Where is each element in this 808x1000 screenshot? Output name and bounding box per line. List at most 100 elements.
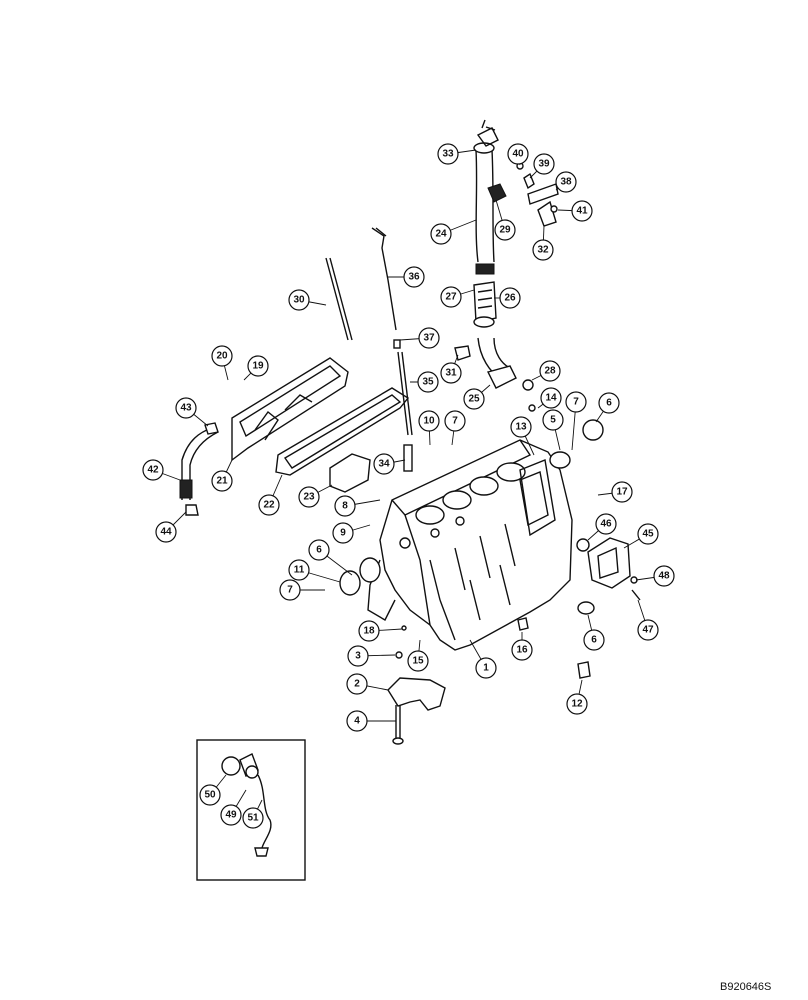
callout-circle: [407, 650, 429, 672]
callout-circle: [211, 470, 233, 492]
callout-circle: [510, 416, 532, 438]
callout-circle: [437, 143, 459, 165]
callout-6: 6: [598, 392, 620, 414]
callout-13: 13: [510, 416, 532, 438]
callout-number: 24: [435, 229, 447, 240]
callout-11: 11: [288, 559, 310, 581]
callout-number: 6: [316, 545, 322, 556]
callout-14: 14: [540, 387, 562, 409]
inset-detail-box: [196, 739, 306, 881]
callout-number: 50: [204, 790, 216, 801]
callout-number: 14: [545, 393, 557, 404]
callout-number: 39: [538, 159, 550, 170]
callout-number: 36: [408, 272, 420, 283]
callout-number: 45: [642, 529, 654, 540]
front-seals: [339, 404, 604, 596]
callout-circle: [298, 486, 320, 508]
cover-plate: [329, 453, 371, 493]
callout-37: 37: [418, 327, 440, 349]
callout-number: 6: [606, 398, 612, 409]
callout-number: 29: [499, 225, 511, 236]
callout-circle: [475, 657, 497, 679]
callout-6: 6: [308, 539, 330, 561]
callout-25: 25: [463, 388, 485, 410]
callout-21: 21: [211, 470, 233, 492]
callout-circle: [440, 362, 462, 384]
callout-41: 41: [571, 200, 593, 222]
callout-circle: [308, 539, 330, 561]
callout-circle: [142, 459, 164, 481]
callout-16: 16: [511, 639, 533, 661]
callout-circle: [199, 784, 221, 806]
callout-15: 15: [407, 650, 429, 672]
callout-43: 43: [175, 397, 197, 419]
callout-19: 19: [247, 355, 269, 377]
callout-number: 15: [412, 656, 424, 667]
callout-circle: [258, 494, 280, 516]
callout-circle: [507, 143, 529, 165]
callout-number: 40: [512, 149, 524, 160]
callout-circle: [403, 266, 425, 288]
callout-number: 37: [423, 333, 435, 344]
callout-circle: [542, 409, 564, 431]
callout-24: 24: [430, 223, 452, 245]
callout-number: 20: [216, 351, 228, 362]
callout-circle: [332, 522, 354, 544]
callout-42: 42: [142, 459, 164, 481]
callout-9: 9: [332, 522, 354, 544]
callout-35: 35: [417, 371, 439, 393]
callout-49: 49: [220, 804, 242, 826]
callout-number: 17: [616, 487, 628, 498]
callout-circle: [565, 391, 587, 413]
callout-number: 7: [452, 416, 458, 427]
callout-number: 42: [147, 465, 159, 476]
callout-circle: [279, 579, 301, 601]
callout-number: 5: [550, 415, 556, 426]
side-cover-gasket: [275, 387, 410, 476]
callout-circle: [417, 371, 439, 393]
callout-number: 19: [252, 361, 264, 372]
callout-47: 47: [637, 619, 659, 641]
callout-circle: [334, 495, 356, 517]
callout-number: 26: [504, 293, 516, 304]
callout-number: 25: [468, 394, 480, 405]
callout-number: 30: [293, 295, 305, 306]
callout-circle: [430, 223, 452, 245]
callout-circle: [220, 804, 242, 826]
callout-38: 38: [555, 171, 577, 193]
callout-circle: [595, 513, 617, 535]
callout-number: 11: [294, 565, 305, 576]
callout-51: 51: [242, 807, 264, 829]
callout-6: 6: [583, 629, 605, 651]
callout-circle: [155, 521, 177, 543]
callout-number: 18: [363, 626, 375, 637]
callout-number: 27: [445, 292, 457, 303]
callout-10: 10: [418, 410, 440, 432]
callout-circle: [511, 639, 533, 661]
callout-27: 27: [440, 286, 462, 308]
drain-parts: [517, 617, 591, 679]
callout-circle: [440, 286, 462, 308]
callout-number: 34: [378, 459, 390, 470]
callout-7: 7: [444, 410, 466, 432]
callout-30: 30: [288, 289, 310, 311]
callout-number: 9: [340, 528, 346, 539]
callout-7: 7: [565, 391, 587, 413]
callout-44: 44: [155, 521, 177, 543]
callout-number: 10: [423, 416, 435, 427]
callout-12: 12: [566, 693, 588, 715]
callout-circle: [347, 645, 369, 667]
callout-number: 49: [225, 810, 237, 821]
callout-circle: [637, 619, 659, 641]
callout-circle: [418, 327, 440, 349]
callout-17: 17: [611, 481, 633, 503]
callout-number: 21: [216, 476, 228, 487]
callout-28: 28: [539, 360, 561, 382]
callout-circle: [463, 388, 485, 410]
callout-number: 32: [537, 245, 549, 256]
callout-5: 5: [542, 409, 564, 431]
callout-circle: [346, 673, 368, 695]
callout-number: 22: [263, 500, 275, 511]
callout-29: 29: [494, 219, 516, 241]
